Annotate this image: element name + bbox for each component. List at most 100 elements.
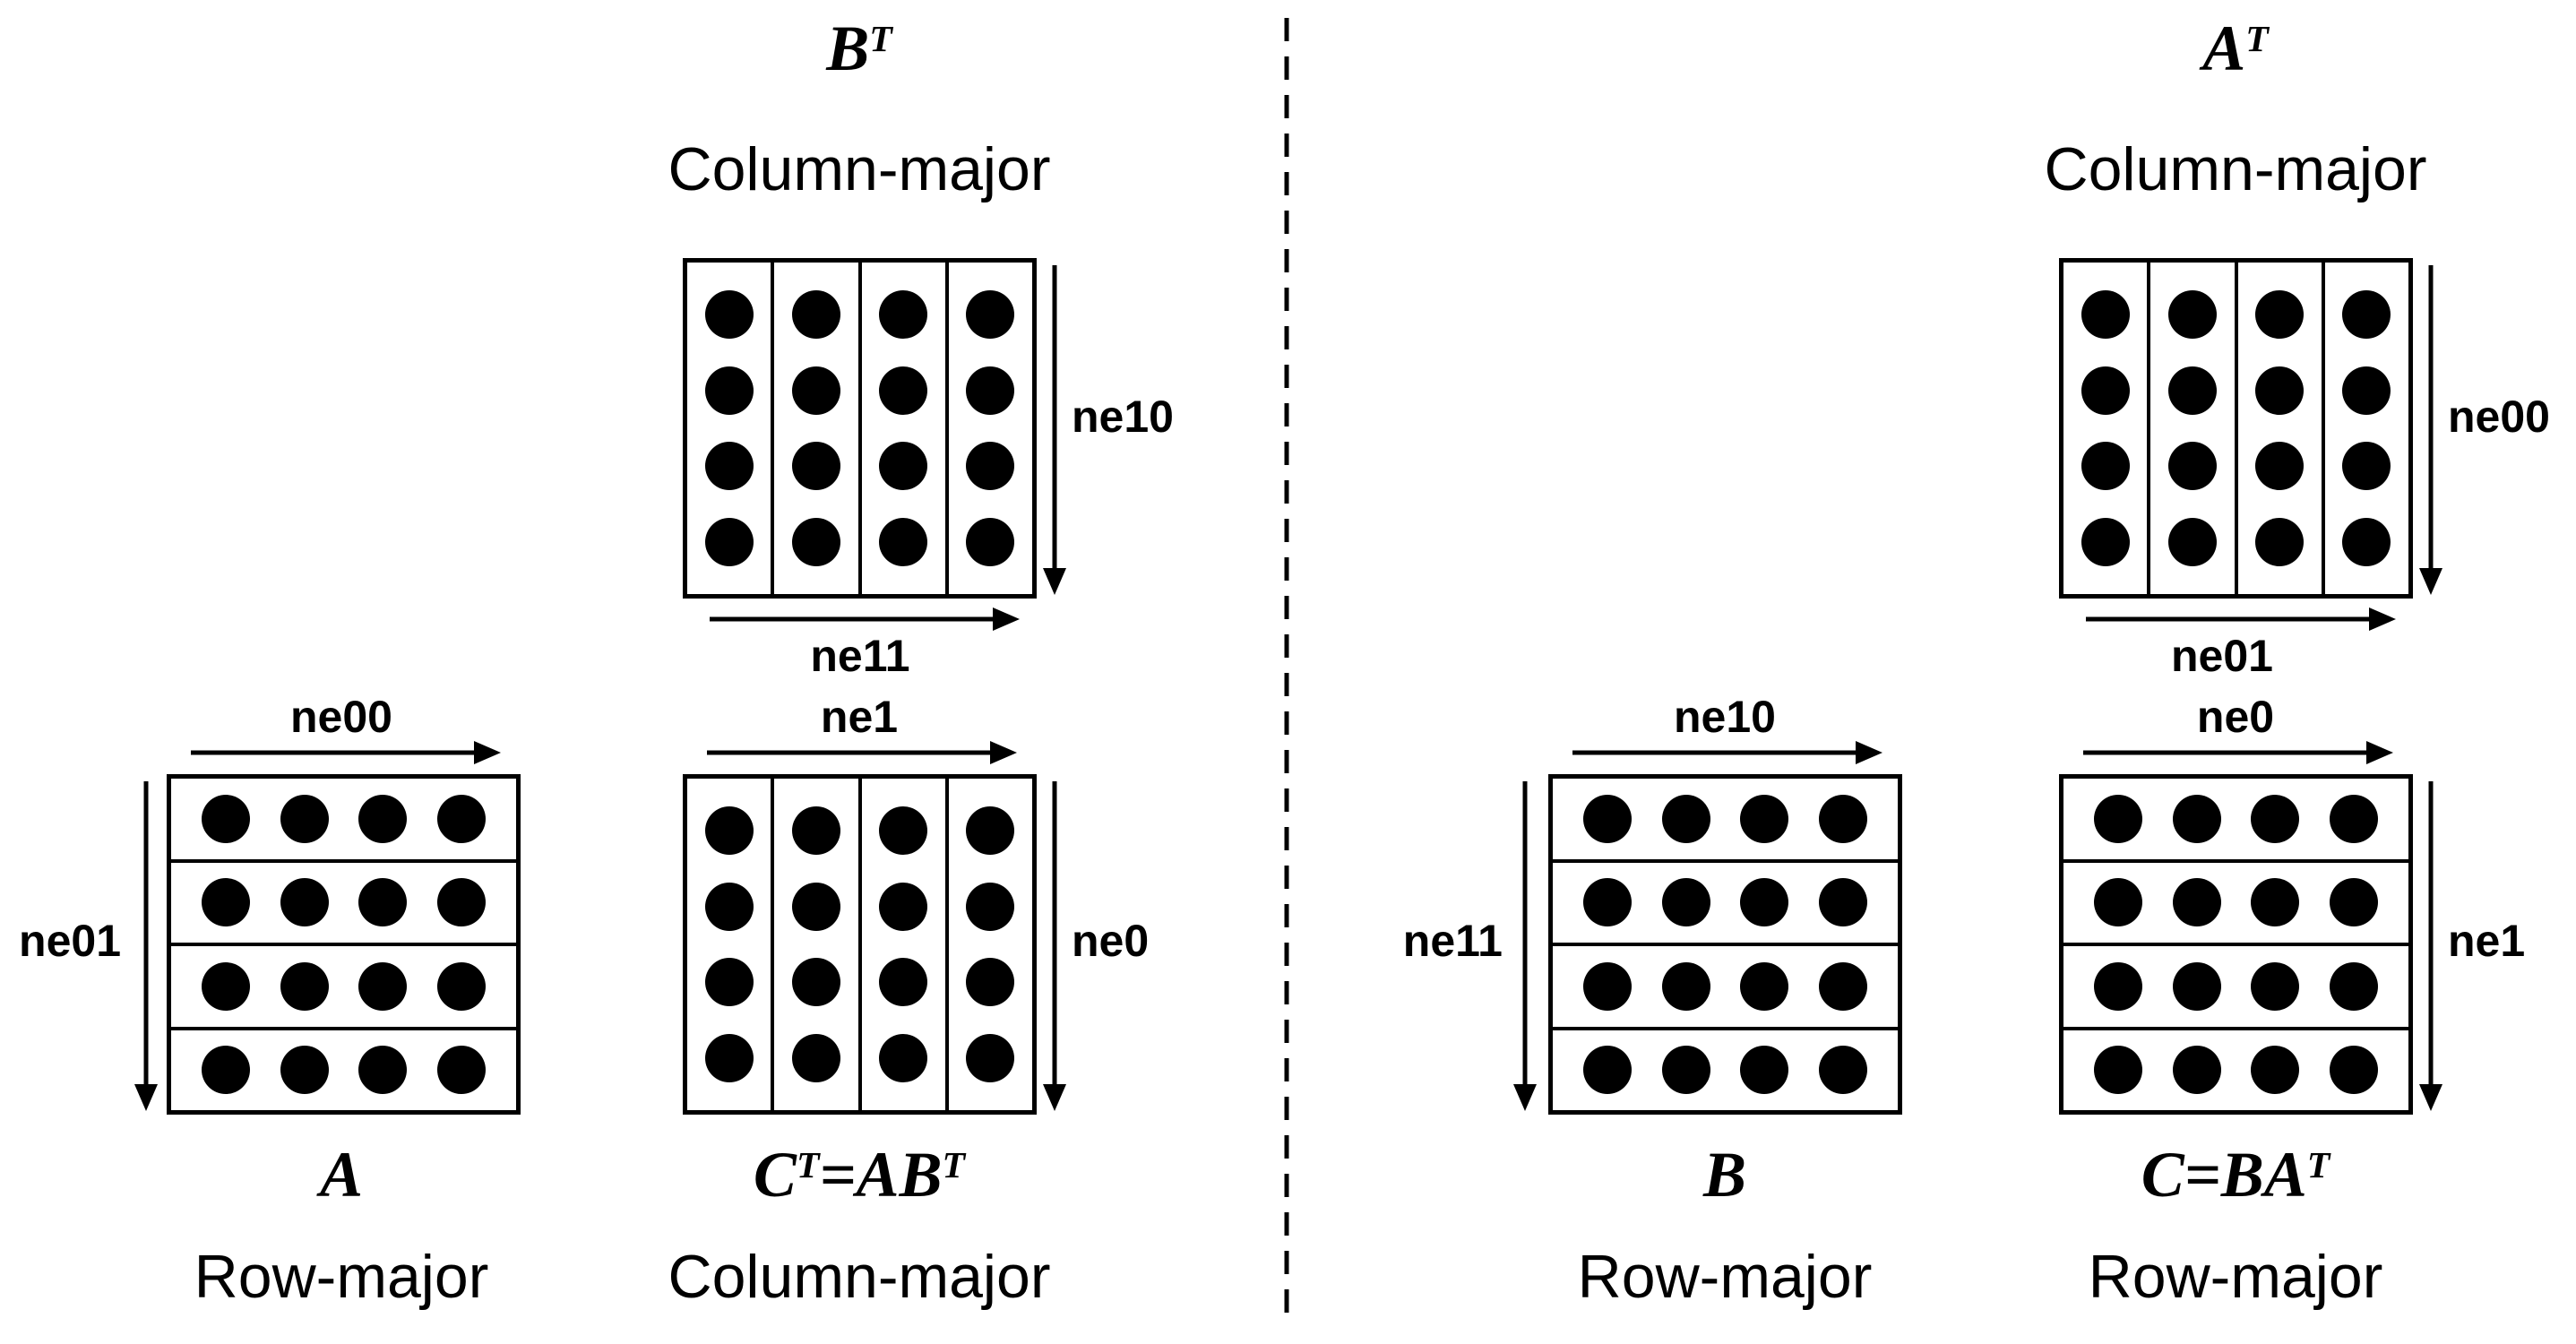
matrix-title-a-transpose: AT xyxy=(1967,13,2504,84)
matrix-name-superscript: T xyxy=(2245,19,2269,61)
matrix-column xyxy=(687,263,775,594)
down-arrow-ne1 xyxy=(2419,781,2442,1111)
element-dot xyxy=(879,442,928,491)
dim-label-ne01: ne01 xyxy=(19,916,121,966)
dim-label-ne11: ne11 xyxy=(1402,916,1503,966)
down-arrow-ne01 xyxy=(134,781,158,1111)
matrix-column xyxy=(774,779,862,1110)
element-dot xyxy=(704,882,754,931)
matrix-title-a: A xyxy=(162,1139,521,1210)
layout-label-row-major: Row-major xyxy=(2088,1243,2383,1311)
dim-label-ne0: ne0 xyxy=(1072,916,1150,966)
matrix-column xyxy=(774,263,862,594)
element-dot xyxy=(966,366,1015,415)
element-dot xyxy=(437,794,487,843)
matrix-name-part: =AB xyxy=(819,1139,943,1210)
element-dot xyxy=(791,958,840,1007)
matrix-b xyxy=(1548,774,1902,1115)
matrix-name-part: B xyxy=(1702,1139,1747,1210)
matrix-title-c: C=BAT xyxy=(1967,1139,2504,1210)
element-dot xyxy=(704,366,754,415)
matrix-row xyxy=(171,946,516,1030)
element-dot xyxy=(358,961,408,1011)
element-dot xyxy=(791,442,840,491)
right-arrow-ne0 xyxy=(2083,741,2393,764)
dim-label-ne1: ne1 xyxy=(2448,916,2526,966)
element-dot xyxy=(358,1046,408,1095)
matrix-row xyxy=(1553,863,1898,946)
layout-label-column-major: Column-major xyxy=(668,1243,1051,1311)
element-dot xyxy=(2081,442,2130,491)
element-dot xyxy=(1740,878,1789,927)
matrix-row xyxy=(1553,946,1898,1030)
matrix-column xyxy=(2238,263,2325,594)
element-dot xyxy=(2330,1046,2379,1095)
element-dot xyxy=(2330,794,2379,843)
dim-label-ne1: ne1 xyxy=(820,692,899,742)
element-dot xyxy=(1582,878,1632,927)
element-dot xyxy=(437,1046,487,1095)
right-arrow-ne1 xyxy=(707,741,1017,764)
element-dot xyxy=(704,442,754,491)
right-arrow-ne11 xyxy=(710,607,1020,631)
matrix-name-superscript: T xyxy=(942,1145,966,1187)
layout-label-row-major: Row-major xyxy=(1577,1243,1873,1311)
element-dot xyxy=(2172,878,2221,927)
matrix-name-superscript: T xyxy=(2306,1145,2330,1187)
right-arrow-ne01 xyxy=(2086,607,2396,631)
element-dot xyxy=(879,1034,928,1083)
matrix-name-superscript: T xyxy=(869,19,892,61)
element-dot xyxy=(1740,794,1789,843)
element-dot xyxy=(704,518,754,567)
matrix-title-c-transpose: CT=ABT xyxy=(590,1139,1128,1210)
element-dot xyxy=(966,1034,1015,1083)
dim-label-ne00: ne00 xyxy=(290,692,392,742)
element-dot xyxy=(1740,961,1789,1011)
element-dot xyxy=(704,958,754,1007)
element-dot xyxy=(2081,366,2130,415)
matrix-title-b-transpose: BT xyxy=(590,13,1128,84)
matrix-column xyxy=(687,779,775,1110)
matrix-row xyxy=(171,779,516,863)
element-dot xyxy=(879,518,928,567)
element-dot xyxy=(1582,794,1632,843)
element-dot xyxy=(2255,289,2305,339)
element-dot xyxy=(2342,442,2391,491)
element-dot xyxy=(966,806,1015,855)
element-dot xyxy=(2255,366,2305,415)
element-dot xyxy=(437,961,487,1011)
matrix-name-part: C xyxy=(753,1139,797,1210)
element-dot xyxy=(2172,794,2221,843)
element-dot xyxy=(2081,289,2130,339)
element-dot xyxy=(1819,1046,1868,1095)
matrix-name-part: B xyxy=(826,13,870,84)
element-dot xyxy=(2251,878,2300,927)
matrix-row xyxy=(1553,1030,1898,1111)
down-arrow-ne11 xyxy=(1513,781,1537,1111)
element-dot xyxy=(201,878,250,927)
element-dot xyxy=(791,806,840,855)
element-dot xyxy=(280,878,329,927)
element-dot xyxy=(2093,961,2142,1011)
element-dot xyxy=(2342,518,2391,567)
element-dot xyxy=(2093,1046,2142,1095)
element-dot xyxy=(879,958,928,1007)
matrix-a xyxy=(167,774,521,1115)
element-dot xyxy=(2093,794,2142,843)
element-dot xyxy=(201,961,250,1011)
element-dot xyxy=(879,366,928,415)
element-dot xyxy=(1582,961,1632,1011)
element-dot xyxy=(966,518,1015,567)
element-dot xyxy=(879,882,928,931)
element-dot xyxy=(2093,878,2142,927)
element-dot xyxy=(966,958,1015,1007)
element-dot xyxy=(2172,961,2221,1011)
matrix-row xyxy=(171,863,516,946)
element-dot xyxy=(966,442,1015,491)
dim-label-ne01: ne01 xyxy=(2171,631,2273,681)
matrix-name-part: A xyxy=(2202,13,2246,84)
element-dot xyxy=(1661,961,1710,1011)
element-dot xyxy=(2167,289,2217,339)
element-dot xyxy=(704,289,754,339)
matrix-row xyxy=(171,1030,516,1111)
